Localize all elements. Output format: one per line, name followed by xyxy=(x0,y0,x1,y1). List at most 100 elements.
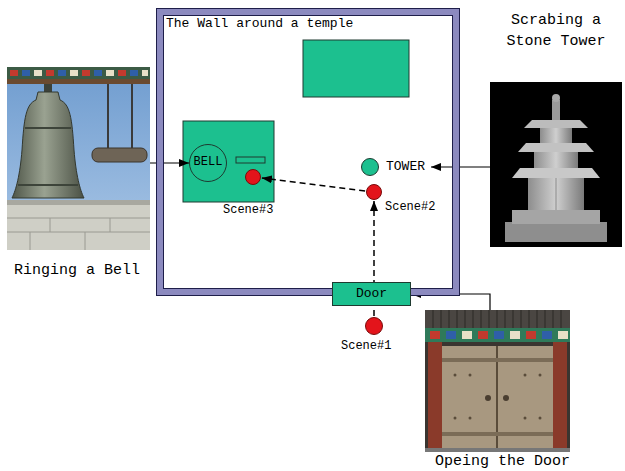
bell-illustration-part xyxy=(7,67,150,250)
pointer-arrow xyxy=(150,162,189,163)
stone-tower-illustration-part xyxy=(524,120,588,128)
bell-illustration-part xyxy=(142,70,148,76)
stone-tower-illustration xyxy=(490,82,622,247)
bell-illustration-part xyxy=(92,148,147,162)
stone-tower-illustration-part xyxy=(534,152,578,168)
door-illustration-part xyxy=(430,331,440,339)
bell-illustration-part xyxy=(7,232,150,233)
stone-tower-illustration-part xyxy=(552,94,560,102)
door-label: Door xyxy=(356,287,387,302)
bell-illustration-part xyxy=(106,70,114,76)
door-illustration-part xyxy=(553,342,567,452)
bell-illustration-part xyxy=(50,218,51,232)
wall-title: The Wall around a temple xyxy=(166,17,353,32)
bell-illustration-part xyxy=(85,232,86,250)
door-illustration-part xyxy=(539,417,542,420)
bell-illustration-part xyxy=(7,205,150,250)
door-illustration-part xyxy=(469,374,472,377)
scene-dot: Scene#1 xyxy=(365,317,383,335)
door-illustration-part xyxy=(524,417,527,420)
temple-block-part xyxy=(303,40,409,97)
tower-marker: TOWER xyxy=(359,156,429,178)
bell-illustration-part xyxy=(46,70,54,76)
bell-illustration-part xyxy=(34,70,42,76)
stone-tower-illustration-part xyxy=(505,222,607,242)
bell-illustration-part xyxy=(10,70,18,76)
picture-caption: Ringing a Bell xyxy=(14,262,140,279)
stone-tower-illustration-part xyxy=(528,178,584,210)
door-illustration-part xyxy=(526,331,536,339)
bell-label: BELL xyxy=(194,156,223,170)
temple-wall: The Wall around a templeBELL Scene#3 TOWER… xyxy=(157,9,459,295)
picture-caption: Scrabing a Stone Tower xyxy=(492,10,620,52)
door-illustration-part xyxy=(462,331,472,339)
door-illustration-part xyxy=(539,374,542,377)
bell-illustration-part xyxy=(25,127,71,129)
door-illustration-part xyxy=(428,342,442,452)
door-box: Door xyxy=(332,282,411,306)
bell-illustration-part xyxy=(18,184,78,186)
bell-illustration-part xyxy=(82,70,90,76)
door-illustration-part xyxy=(442,432,553,436)
door-illustration-part xyxy=(478,331,488,339)
bell-illustration-part xyxy=(12,92,84,198)
bell-area-part xyxy=(183,121,274,202)
bell-area-part xyxy=(236,157,265,163)
door-illustration-part xyxy=(446,331,456,339)
door-illustration-part xyxy=(425,310,570,452)
bell-illustration-part xyxy=(118,70,126,76)
bell-illustration-part xyxy=(7,218,150,219)
bell-illustration xyxy=(7,67,150,250)
temple-block xyxy=(303,40,409,97)
scene-label: Scene#1 xyxy=(341,340,391,354)
bell-illustration-part xyxy=(70,70,78,76)
scene-label: Scene#3 xyxy=(223,204,273,218)
scene-path-arrow xyxy=(262,178,365,191)
bell-illustration-part xyxy=(58,70,66,76)
bell-illustration-part xyxy=(30,232,31,250)
door-illustration-part xyxy=(442,358,553,362)
door-illustration-part xyxy=(524,374,527,377)
stone-tower-illustration-part xyxy=(540,128,572,143)
stone-tower-illustration-part xyxy=(512,210,600,224)
door-illustration-part xyxy=(442,346,553,450)
door-illustration-part xyxy=(494,331,504,339)
tower-picture: Scrabing a Stone Tower xyxy=(490,82,622,247)
stone-tower-illustration-part xyxy=(552,100,560,120)
bell-illustration-part xyxy=(7,79,150,84)
scene-dot: Scene#3 xyxy=(245,169,261,185)
door-picture: Opeing the Door xyxy=(425,310,570,452)
stone-tower-illustration-part xyxy=(490,82,622,247)
picture-caption: Opeing the Door xyxy=(435,453,570,470)
scene-dot: Scene#2 xyxy=(366,184,382,200)
door-illustration-part xyxy=(433,310,561,328)
pointer-arrow xyxy=(411,294,490,310)
bell-illustration-part xyxy=(131,84,133,150)
door-illustration-part xyxy=(425,328,570,342)
scene-label: Scene#2 xyxy=(385,201,435,215)
stone-tower-illustration-part xyxy=(556,178,557,210)
tower-label: TOWER xyxy=(386,160,425,175)
pointer-arrow xyxy=(431,166,490,167)
bell-illustration-part xyxy=(94,70,102,76)
bell-illustration-part xyxy=(7,200,150,205)
door-illustration-part xyxy=(425,310,570,328)
bell-illustration-part xyxy=(7,67,150,79)
bell-illustration-part xyxy=(130,70,138,76)
door-illustration-part xyxy=(542,331,552,339)
tower-circle xyxy=(361,158,379,176)
door-illustration-part xyxy=(454,374,457,377)
stone-tower-illustration-part xyxy=(512,168,600,178)
bell-picture: Ringing a Bell xyxy=(7,67,150,250)
door-illustration-part xyxy=(485,395,491,401)
door-illustration-part xyxy=(469,417,472,420)
bell-area xyxy=(183,121,274,202)
door-illustration-part xyxy=(558,331,568,339)
bell-circle: BELL xyxy=(189,144,227,182)
bell-illustration-part xyxy=(107,84,109,150)
bell-illustration-part xyxy=(110,218,111,232)
bell-illustration-part xyxy=(22,70,30,76)
door-illustration-part xyxy=(454,417,457,420)
